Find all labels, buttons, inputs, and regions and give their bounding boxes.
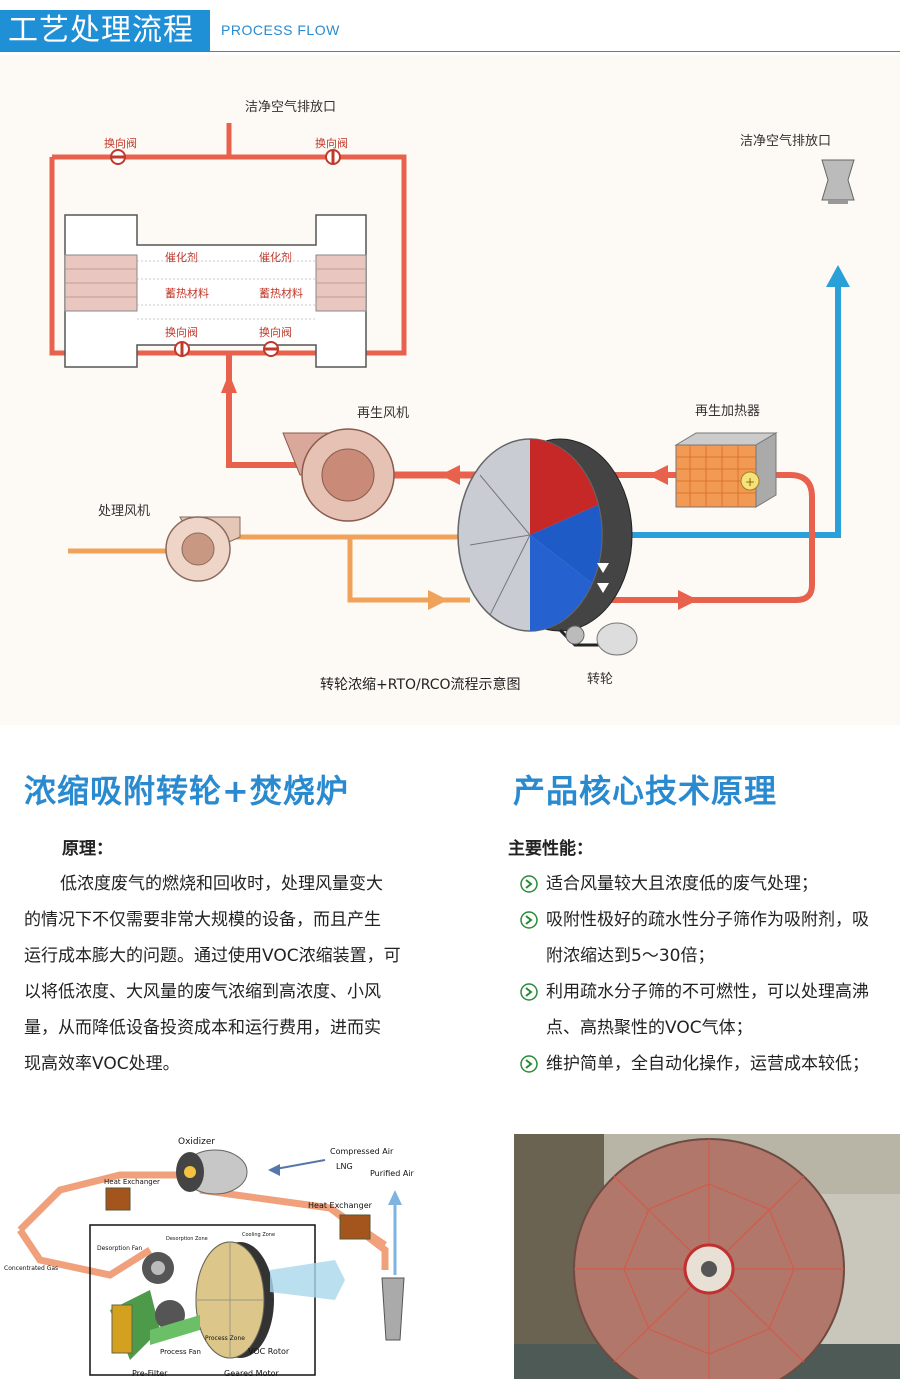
valve-top-left (110, 149, 126, 165)
rotor-photo (514, 1134, 900, 1383)
section-header: 工艺处理流程 PROCESS FLOW (0, 0, 900, 54)
heat-exchanger-right (339, 1214, 371, 1240)
check-circle-icon (520, 983, 538, 1001)
label-catalyst-2: 催化剂 (259, 250, 292, 264)
label-clean-outlet-right: 洁净空气排放口 (740, 133, 831, 149)
label-process-fan: 处理风机 (98, 504, 150, 519)
voc-rotor (195, 1241, 274, 1359)
rotor-disc (573, 1138, 845, 1383)
list-item: 维护简单，全自动化操作，运营成本较低； (518, 1046, 898, 1082)
rotor-wheel (457, 438, 638, 656)
flow-diagram-svg: 洁净空气排放口 换向阀 换向阀 催化剂 催化剂 蓄热材料 蓄热材料 换向阀 换向… (49, 99, 855, 693)
left-section-title: 浓缩吸附转轮+焚烧炉 (24, 772, 349, 810)
regen-fan (282, 428, 395, 522)
list-item: 利用疏水分子筛的不可燃性，可以处理高沸 点、高热聚性的VOC气体； (518, 974, 898, 1046)
label-valve-2: 换向阀 (315, 136, 348, 150)
header-divider (210, 51, 900, 52)
arrow-rotor-to-heater (678, 590, 698, 610)
rotor-photo-svg (514, 1134, 900, 1383)
purified-air-arrow (388, 1190, 402, 1205)
up-arrow-regen (221, 373, 237, 393)
diagram-caption: 转轮浓缩+RTO/RCO流程示意图 (320, 676, 521, 693)
left-heading: 原理： (62, 839, 113, 859)
process-fan (165, 516, 241, 582)
lng-arrow (268, 1159, 326, 1176)
label-process-fan: Process Fan (160, 1348, 201, 1356)
check-circle-icon (520, 911, 538, 929)
label-geared-motor: Geared Motor (224, 1369, 280, 1378)
para-line: 现高效率VOC处理。 (24, 1054, 180, 1074)
stack (381, 1277, 405, 1341)
label-cooling-zone: Cooling Zone (242, 1232, 275, 1238)
label-heat-storage-2: 蓄热材料 (259, 286, 303, 300)
label-regen-fan: 再生风机 (357, 406, 409, 421)
page-subtitle: PROCESS FLOW (221, 22, 340, 38)
rotor-system-svg: Oxidizer Compressed Air LNG Purified Air… (4, 1137, 415, 1378)
outlet-flow (270, 1260, 345, 1300)
arrow-process-1 (428, 590, 448, 610)
page-title: 工艺处理流程 (0, 10, 210, 52)
up-arrow-clean (826, 265, 850, 287)
label-valve-1: 换向阀 (104, 136, 137, 150)
green-flow (150, 1315, 200, 1345)
label-process-zone: Process Zone (205, 1335, 245, 1342)
label-purified-air: Purified Air (370, 1169, 415, 1178)
feature-list: 适合风量较大且浓度低的废气处理； 吸附性极好的疏水性分子筛作为吸附剂，吸 附浓缩… (518, 866, 898, 1082)
process-air-pipes (68, 534, 470, 603)
label-concentrated-gas: Concentrated Gas (4, 1265, 58, 1272)
valve-top-right (325, 149, 341, 165)
label-lng: LNG (336, 1162, 353, 1171)
label-clean-outlet-top: 洁净空气排放口 (245, 99, 336, 115)
regen-heater: + (674, 432, 778, 508)
list-item: 吸附性极好的疏水性分子筛作为吸附剂，吸 附浓缩达到5～30倍； (518, 902, 898, 974)
principle-paragraph: 低浓度废气的燃烧和回收时，处理风量变大 的情况下不仅需要非常大规模的设备，而且产… (24, 866, 424, 1082)
exhaust-stack (821, 159, 855, 204)
para-line: 运行成本膨大的问题。通过使用VOC浓缩装置，可 (24, 946, 401, 966)
valve-bottom-right (263, 341, 279, 357)
oxidizer-unit (176, 1149, 248, 1195)
check-circle-icon (520, 875, 538, 893)
para-line: 的情况下不仅需要非常大规模的设备，而且产生 (24, 910, 381, 930)
label-catalyst-1: 催化剂 (165, 250, 198, 264)
label-pre-filter: Pre-Filter (132, 1369, 168, 1378)
label-heat-storage-1: 蓄热材料 (165, 286, 209, 300)
list-item: 适合风量较大且浓度低的废气处理； (518, 866, 898, 902)
label-heat-exchanger-2: Heat Exchanger (308, 1201, 373, 1210)
check-circle-icon (520, 1055, 538, 1073)
label-voc-rotor: VOC Rotor (248, 1347, 290, 1356)
label-rotor: 转轮 (587, 672, 613, 687)
label-compressed-air: Compressed Air (330, 1147, 394, 1156)
label-heat-exchanger-1: Heat Exchanger (104, 1178, 160, 1186)
right-section-title: 产品核心技术原理 (513, 772, 778, 810)
label-regen-heater: 再生加热器 (695, 404, 760, 419)
valve-bottom-left (174, 341, 190, 357)
label-desorption-fan: Desorption Fan (97, 1245, 142, 1252)
label-valve-4: 换向阀 (259, 325, 292, 339)
label-desorption-zone: Desorption Zone (166, 1236, 208, 1242)
label-oxidizer: Oxidizer (178, 1137, 215, 1147)
plus-icon: + (745, 475, 755, 489)
pre-filter (111, 1304, 133, 1354)
para-line: 低浓度废气的燃烧和回收时，处理风量变大 (60, 874, 383, 894)
para-line: 以将低浓度、大风量的废气浓缩到高浓度、小风 (24, 982, 381, 1002)
right-heading: 主要性能： (508, 839, 593, 859)
arrow-heater-to-rotor (648, 465, 668, 485)
arrow-to-regen-fan-2 (440, 465, 460, 485)
desorption-fan (142, 1252, 174, 1284)
label-valve-3: 换向阀 (165, 325, 198, 339)
rto-chamber (64, 214, 367, 368)
rotor-box (89, 1224, 316, 1376)
heat-exchanger-left (105, 1187, 131, 1211)
process-flow-diagram: 洁净空气排放口 换向阀 换向阀 催化剂 催化剂 蓄热材料 蓄热材料 换向阀 换向… (0, 55, 900, 725)
para-line: 量，从而降低设备投资成本和运行费用，进而实 (24, 1018, 381, 1038)
rotor-system-diagram: Oxidizer Compressed Air LNG Purified Air… (0, 1130, 420, 1379)
